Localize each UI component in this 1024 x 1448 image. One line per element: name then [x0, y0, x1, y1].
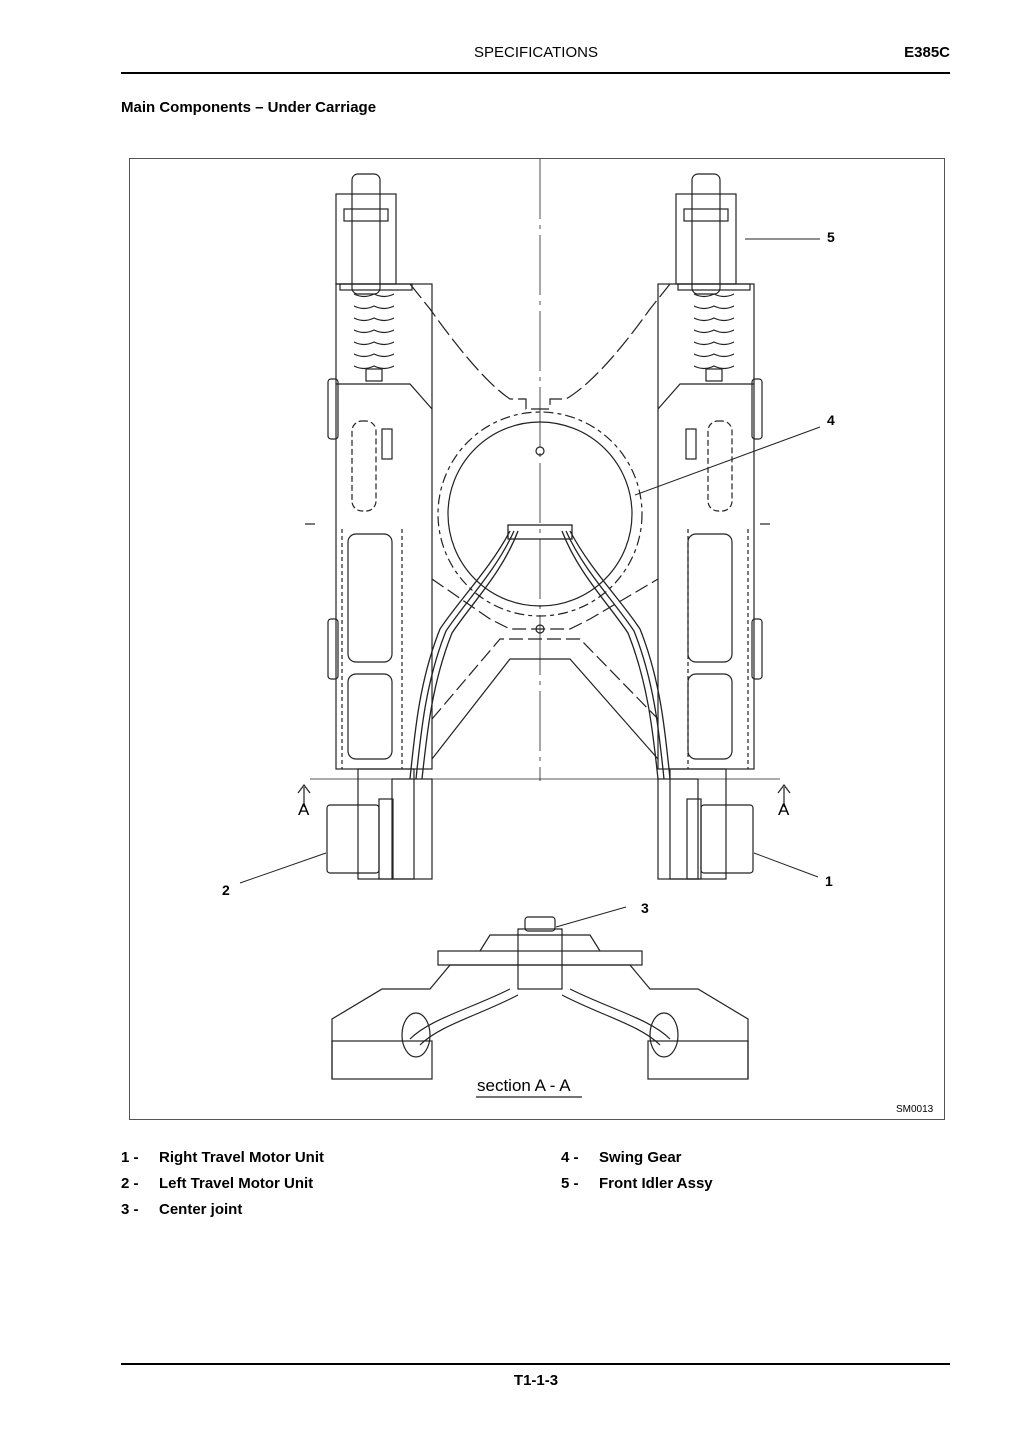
legend-label: Center joint: [159, 1201, 243, 1218]
section-label: section A - A: [477, 1076, 571, 1095]
hydraulic-hoses: [409, 524, 671, 780]
legend-label: Right Travel Motor Unit: [159, 1149, 324, 1166]
footer-rule: [121, 1363, 950, 1365]
legend-item: 1 - Right Travel Motor Unit: [121, 1148, 324, 1174]
leader-lines: [239, 238, 821, 928]
legend-label: Left Travel Motor Unit: [159, 1175, 314, 1192]
legend-item: 2 - Left Travel Motor Unit: [121, 1174, 324, 1200]
callout-2: 2: [222, 882, 230, 898]
legend-number: 4 -: [561, 1149, 579, 1166]
section-marker-right: A: [778, 800, 790, 819]
callout-5: 5: [827, 229, 835, 245]
legend-item: 5 - Front Idler Assy: [561, 1174, 713, 1200]
legend-number: 3 -: [121, 1201, 139, 1218]
undercarriage-drawing: [239, 159, 821, 1098]
legend-left: 1 - Right Travel Motor Unit 2 - Left Trave…: [121, 1148, 324, 1226]
header-rule: [121, 72, 950, 74]
section-a-a-view: [331, 916, 749, 1098]
section-cut-markers: [297, 784, 791, 807]
left-track-frame: [327, 173, 433, 880]
page-number: T1-1-3: [513, 1372, 559, 1389]
right-track-frame: [657, 173, 763, 880]
legend-item: 4 - Swing Gear: [561, 1148, 713, 1174]
right-travel-motor: [686, 798, 754, 880]
callout-3: 3: [641, 900, 649, 916]
swing-gear: [437, 411, 643, 634]
legend-label: Swing Gear: [599, 1149, 682, 1166]
header-model: E385C: [904, 44, 950, 61]
left-travel-motor: [326, 798, 394, 880]
legend-item: 3 - Center joint: [121, 1200, 324, 1226]
figure-code: SM0013: [896, 1104, 934, 1115]
section-title: Main Components – Under Carriage: [121, 99, 377, 116]
legend-label: Front Idler Assy: [599, 1175, 713, 1192]
legend-number: 2 -: [121, 1175, 139, 1192]
legend-right: 4 - Swing Gear 5 - Front Idler Assy: [561, 1148, 713, 1200]
callout-1: 1: [825, 873, 833, 889]
section-marker-left: A: [298, 800, 310, 819]
header-title: SPECIFICATIONS: [474, 44, 598, 61]
undercarriage-figure: 5 4 2 1 3 A A section A - A SM0013: [129, 158, 945, 1120]
legend-number: 5 -: [561, 1175, 579, 1192]
callout-4: 4: [827, 412, 835, 428]
legend-number: 1 -: [121, 1149, 139, 1166]
